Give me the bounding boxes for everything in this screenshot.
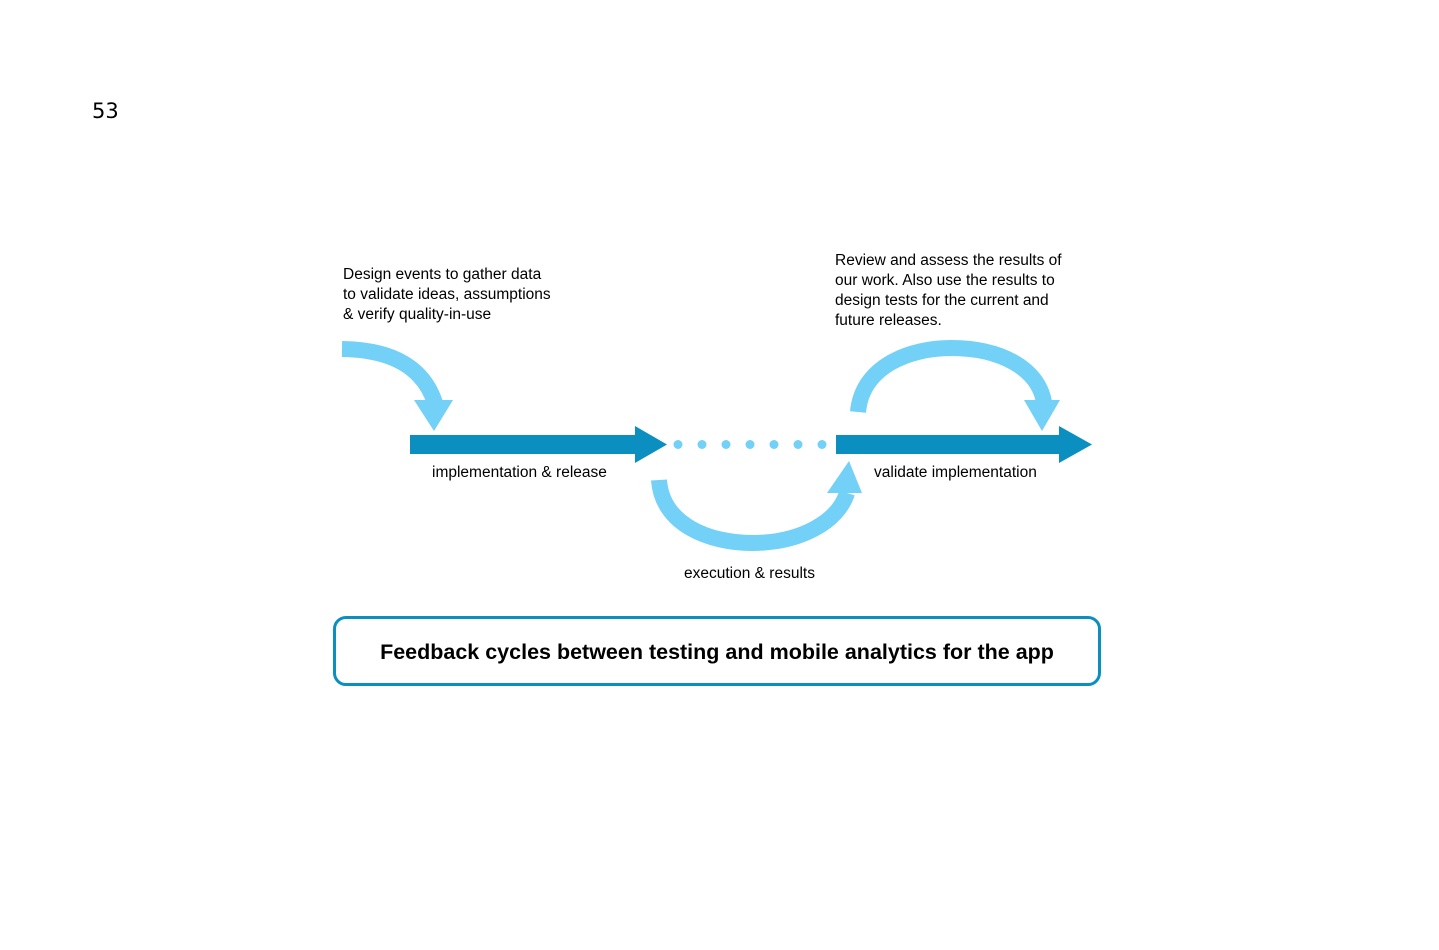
- execution-loop-curve: [651, 478, 855, 552]
- review-loop-curve: [850, 339, 1052, 414]
- connector-dot: [721, 440, 731, 449]
- implementation-arrow-head: [635, 426, 667, 463]
- validate-arrow-head: [1059, 426, 1092, 463]
- connector-dot: [673, 440, 683, 449]
- implementation-arrow-shaft: [410, 435, 638, 454]
- validate-arrow-shaft: [836, 435, 1062, 454]
- design-events-arrow-head: [414, 400, 453, 431]
- connector-dot: [793, 440, 803, 449]
- execution-label: execution & results: [684, 565, 815, 582]
- connector-dot: [697, 440, 707, 449]
- connector-dot: [769, 440, 779, 449]
- design-events-note: Design events to gather data to validate…: [343, 266, 551, 323]
- design-events-curve: [341, 341, 443, 406]
- page-number: 53: [92, 99, 119, 123]
- review-assess-note: Review and assess the results of our wor…: [835, 252, 1062, 329]
- dotted-connector: [673, 440, 827, 449]
- main-flow: [410, 426, 1092, 463]
- execution-loop-arrow-head: [827, 461, 862, 493]
- implementation-label: implementation & release: [432, 464, 607, 481]
- connector-dot: [817, 440, 827, 449]
- feedback-arrows: [341, 339, 1060, 552]
- review-loop-arrow-head: [1024, 400, 1060, 431]
- caption-text: Feedback cycles between testing and mobi…: [380, 640, 1054, 664]
- validate-label: validate implementation: [874, 464, 1037, 481]
- caption-box: Feedback cycles between testing and mobi…: [333, 616, 1101, 686]
- connector-dot: [745, 440, 755, 449]
